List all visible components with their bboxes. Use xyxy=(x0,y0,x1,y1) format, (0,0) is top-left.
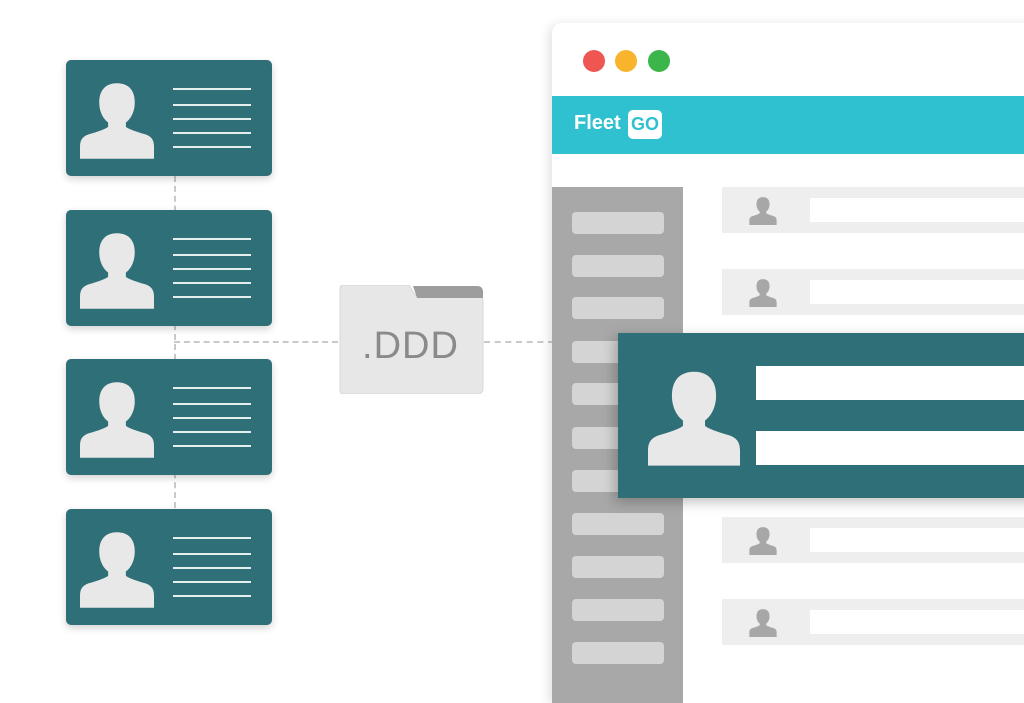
person-icon xyxy=(648,371,740,466)
card-text-line xyxy=(173,581,251,583)
row-field xyxy=(810,610,1024,634)
driver-row[interactable] xyxy=(722,517,1024,563)
highlighted-driver-record[interactable] xyxy=(618,333,1024,498)
card-text-line xyxy=(173,445,251,447)
record-field xyxy=(756,431,1024,465)
row-field xyxy=(810,280,1024,304)
sidebar-item[interactable] xyxy=(572,556,664,578)
driver-row[interactable] xyxy=(722,599,1024,645)
card-text-line xyxy=(173,403,251,405)
card-text-line xyxy=(173,431,251,433)
window-maximize-button[interactable] xyxy=(648,50,670,72)
person-icon xyxy=(80,532,154,608)
person-icon xyxy=(749,609,777,637)
logo-badge: GO xyxy=(628,110,662,139)
sidebar-item[interactable] xyxy=(572,599,664,621)
card-text-line xyxy=(173,88,251,90)
card-text-line xyxy=(173,553,251,555)
card-text-line xyxy=(173,146,251,148)
sidebar-item[interactable] xyxy=(572,212,664,234)
card-text-line xyxy=(173,254,251,256)
card-text-line xyxy=(173,296,251,298)
window-close-button[interactable] xyxy=(583,50,605,72)
connector-horizontal-right xyxy=(484,341,554,343)
person-icon xyxy=(80,382,154,458)
sidebar-item[interactable] xyxy=(572,255,664,277)
card-text-line xyxy=(173,104,251,106)
card-text-line xyxy=(173,417,251,419)
person-icon xyxy=(749,279,777,307)
sidebar-item[interactable] xyxy=(572,513,664,535)
driver-card xyxy=(66,210,272,326)
window-minimize-button[interactable] xyxy=(615,50,637,72)
app-header: Fleet GO xyxy=(552,96,1024,154)
sidebar-item[interactable] xyxy=(572,297,664,319)
person-icon xyxy=(749,197,777,225)
person-icon xyxy=(80,233,154,309)
sidebar xyxy=(552,187,683,703)
row-field xyxy=(810,528,1024,552)
driver-row[interactable] xyxy=(722,269,1024,315)
driver-card xyxy=(66,509,272,625)
sidebar-item[interactable] xyxy=(572,642,664,664)
logo-text: Fleet xyxy=(574,112,621,134)
record-field xyxy=(756,366,1024,400)
card-text-line xyxy=(173,282,251,284)
row-field xyxy=(810,198,1024,222)
driver-card xyxy=(66,359,272,475)
card-text-line xyxy=(173,595,251,597)
driver-card xyxy=(66,60,272,176)
card-text-line xyxy=(173,387,251,389)
driver-row[interactable] xyxy=(722,187,1024,233)
file-extension-label: .DDD xyxy=(362,325,459,367)
card-text-line xyxy=(173,238,251,240)
person-icon xyxy=(80,83,154,159)
card-text-line xyxy=(173,567,251,569)
card-text-line xyxy=(173,118,251,120)
card-text-line xyxy=(173,537,251,539)
card-text-line xyxy=(173,132,251,134)
ddd-file: .DDD xyxy=(337,284,484,395)
person-icon xyxy=(749,527,777,555)
folder-icon xyxy=(339,284,484,395)
connector-horizontal-left xyxy=(174,341,338,343)
card-text-line xyxy=(173,268,251,270)
